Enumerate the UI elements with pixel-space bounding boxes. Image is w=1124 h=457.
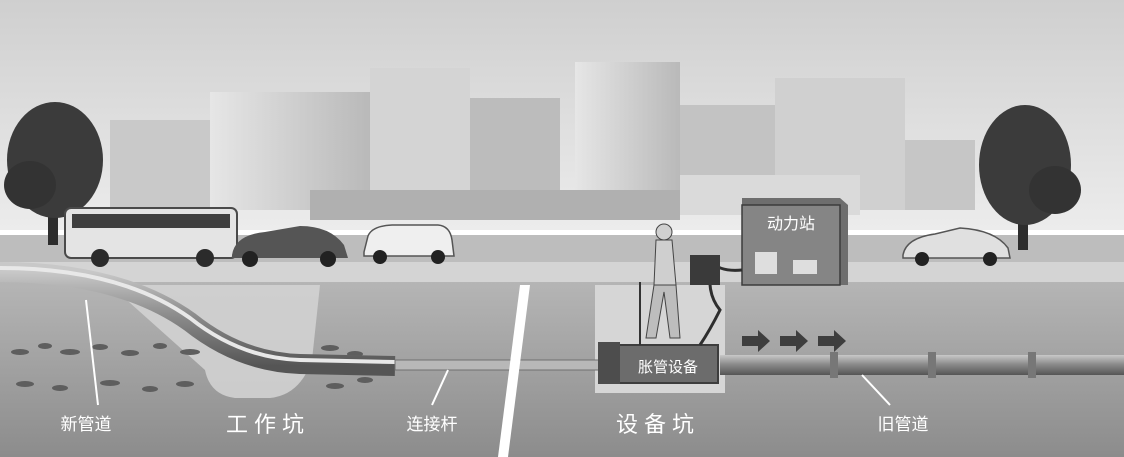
old-pipe-label: 旧管道: [878, 415, 929, 435]
suv-icon: [363, 224, 455, 264]
new-pipe: [0, 262, 396, 376]
city-skyline: [110, 62, 975, 220]
car-icon: [902, 227, 1011, 266]
old-pipe-joints: [830, 352, 1036, 378]
equipment-pit-label: 设备坑: [616, 413, 700, 438]
expander-label: 胀管设备: [638, 358, 698, 376]
car-icon: [232, 226, 348, 267]
worker-icon: [639, 223, 681, 345]
tree-icon: [4, 102, 103, 245]
gravel-layer: [11, 343, 373, 392]
pipe-expander-machine: [617, 344, 719, 384]
bus-icon: [64, 207, 238, 267]
power-station: [741, 198, 848, 286]
power-station-label: 动力站: [767, 214, 815, 233]
sidewalk: [0, 262, 1124, 285]
hydraulic-unit: [690, 255, 720, 285]
tree-icon: [979, 105, 1081, 250]
new-pipe-label: 新管道: [61, 415, 112, 435]
arrow-right-icon: [742, 330, 770, 352]
leader-lines: [85, 299, 891, 406]
old-pipe: [720, 355, 1124, 375]
arrow-right-icon: [818, 330, 846, 352]
divider-stripe: [498, 285, 530, 457]
connecting-rod: [394, 359, 601, 371]
work-pit-label: 工作坑: [226, 413, 310, 438]
power-cable: [698, 258, 743, 346]
connecting-rod-label: 连接杆: [407, 415, 458, 435]
arrow-right-icon: [780, 330, 808, 352]
